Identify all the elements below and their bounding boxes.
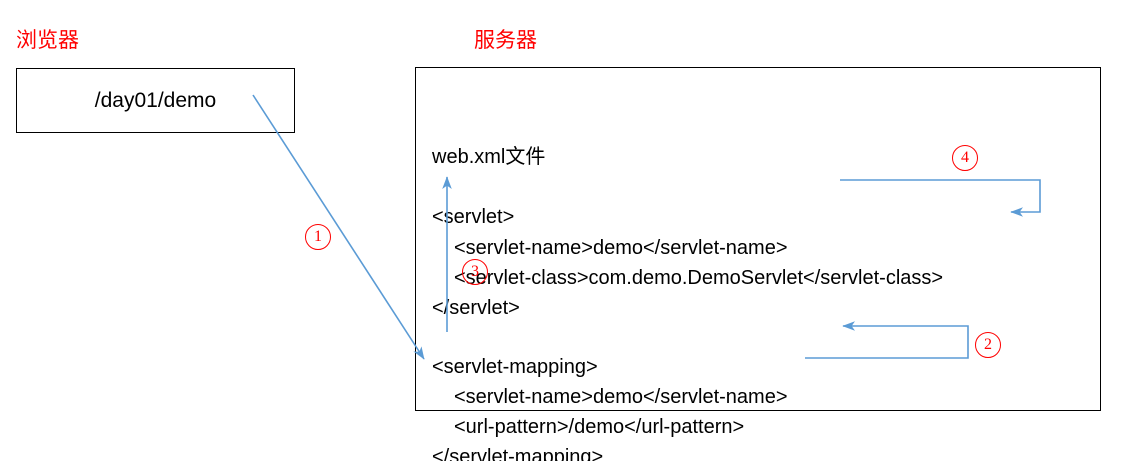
webxml-line: <servlet-mapping>: [432, 356, 598, 378]
browser-section-title: 浏览器: [16, 28, 79, 52]
webxml-line: <servlet-name>demo</servlet-name>: [454, 237, 788, 259]
annotation-number-3: 3: [462, 259, 488, 285]
annotation-number-4: 4: [952, 145, 978, 171]
annotation-number-1: 1: [305, 224, 331, 250]
webxml-line: <servlet-class>com.demo.DemoServlet</ser…: [454, 267, 944, 289]
browser-box: /day01/demo: [16, 68, 295, 133]
arrow-1-request-path: [252, 94, 425, 360]
annotation-number-2: 2: [975, 332, 1001, 358]
webxml-line: </servlet-mapping>: [432, 446, 604, 461]
webxml-line: <servlet>: [432, 206, 515, 228]
webxml-line: <servlet-name>demo</servlet-name>: [454, 386, 788, 408]
server-webxml-box: web.xml文件 <servlet> <servlet-name>demo</s…: [415, 67, 1101, 461]
server-section-title: 服务器: [474, 28, 537, 52]
webxml-file-heading: web.xml文件: [432, 146, 546, 168]
webxml-line: </servlet>: [432, 297, 520, 319]
browser-url-text: /day01/demo: [94, 88, 217, 112]
webxml-line: <url-pattern>/demo</url-pattern>: [454, 416, 745, 438]
